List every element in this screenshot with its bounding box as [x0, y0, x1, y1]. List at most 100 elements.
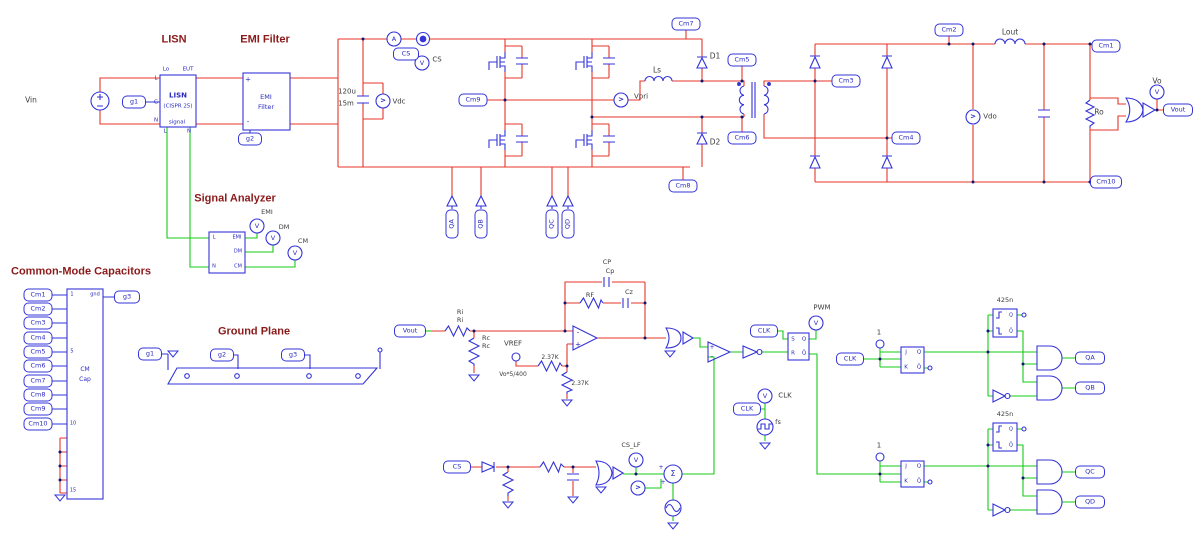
net-tag-clk-src[interactable]: CLK	[733, 402, 761, 416]
cm-tag-4[interactable]: Cm4	[23, 331, 53, 345]
net-tag-cm1[interactable]: Cm1	[1091, 39, 1121, 53]
square-wave-source-icon[interactable]	[756, 418, 774, 436]
limiter-icon[interactable]	[665, 327, 695, 349]
vdc-probe[interactable]	[375, 93, 391, 109]
output-cap-icon[interactable]	[1038, 109, 1050, 118]
not-gate-bottom-icon[interactable]	[992, 503, 1011, 517]
mosfet-q1-icon[interactable]	[488, 52, 506, 72]
gp-tag-g1[interactable]: g1	[138, 347, 162, 361]
net-tag-cs-bottom[interactable]: CS	[443, 460, 471, 474]
net-tag-cm8[interactable]: Cm8	[668, 179, 698, 193]
net-tag-vout-ctl[interactable]: Vout	[394, 324, 426, 338]
cs-lf-probe[interactable]	[628, 452, 644, 468]
net-tag-vout-out[interactable]: Vout	[1163, 103, 1193, 117]
dc-cap-icon[interactable]	[357, 95, 369, 104]
rc-resistor-icon[interactable]	[467, 337, 481, 366]
inverter-icon[interactable]	[742, 345, 763, 359]
vo-probe[interactable]	[1149, 84, 1165, 100]
const-one-bottom-icon[interactable]	[875, 452, 885, 462]
cs-diode-icon[interactable]	[481, 461, 496, 473]
clk-probe[interactable]	[757, 388, 773, 404]
cm-tag-6[interactable]: Cm6	[23, 359, 53, 373]
net-tag-g1[interactable]: g1	[122, 95, 146, 109]
inductor-lout-icon[interactable]	[994, 38, 1026, 45]
dm-probe[interactable]	[265, 230, 281, 246]
cz-cap-icon[interactable]	[622, 298, 629, 308]
cm-tag-9[interactable]: Cm9	[23, 402, 53, 416]
summer-icon[interactable]	[663, 464, 683, 484]
cs-voltage-probe[interactable]	[414, 55, 430, 71]
cs-diff-amp-icon[interactable]	[595, 460, 625, 486]
net-tag-g2[interactable]: g2	[238, 132, 262, 146]
monostable-top-block[interactable]	[992, 308, 1018, 338]
jk-flipflop-bottom-block[interactable]	[900, 460, 925, 488]
emi-filter-block[interactable]	[242, 72, 291, 131]
error-amp-icon[interactable]	[572, 325, 599, 351]
and-gate-qc-icon[interactable]	[1036, 459, 1063, 485]
net-tag-cm10[interactable]: Cm10	[1090, 175, 1122, 189]
ammeter-icon[interactable]	[386, 31, 402, 47]
net-tag-qd[interactable]: QD	[1075, 495, 1105, 509]
net-tag-qa[interactable]: QA	[1075, 351, 1105, 365]
cm-tag-10[interactable]: Cm10	[23, 417, 53, 431]
rdiv1-resistor-icon[interactable]	[537, 359, 563, 373]
cs-cap-icon[interactable]	[567, 473, 579, 481]
rdiv2-resistor-icon[interactable]	[560, 371, 574, 394]
pwm-probe[interactable]	[808, 315, 824, 331]
net-tag-cm7[interactable]: Cm7	[671, 17, 701, 31]
net-tag-cm5[interactable]: Cm5	[727, 53, 757, 67]
cm-tag-1[interactable]: Cm1	[23, 288, 53, 302]
gp-tag-g3[interactable]: g3	[281, 348, 305, 362]
sr-flipflop-block[interactable]	[787, 332, 810, 361]
cm-probe[interactable]	[287, 245, 303, 261]
lisn-block[interactable]	[159, 74, 197, 128]
jk-flipflop-top-block[interactable]	[900, 346, 925, 374]
ground-plane-icon[interactable]	[162, 347, 383, 385]
net-tag-cm6[interactable]: Cm6	[727, 131, 757, 145]
net-tag-g3[interactable]: g3	[114, 290, 140, 304]
gate-tag-qc[interactable]: QC	[545, 209, 559, 239]
net-tag-cm2[interactable]: Cm2	[934, 23, 964, 37]
current-sensor-icon[interactable]	[415, 31, 431, 47]
mosfet-q2-icon[interactable]	[575, 52, 593, 72]
vref-node-icon[interactable]	[511, 352, 521, 362]
gp-tag-g2[interactable]: g2	[210, 348, 234, 362]
net-tag-clk-jk[interactable]: CLK	[836, 352, 864, 366]
net-tag-qc[interactable]: QC	[1075, 465, 1105, 479]
const-one-top-icon[interactable]	[875, 339, 885, 349]
output-diff-amp-icon[interactable]	[1125, 97, 1157, 123]
cm-cap-block[interactable]	[66, 288, 104, 500]
vin-source[interactable]	[90, 91, 110, 111]
and-gate-qb-icon[interactable]	[1036, 375, 1063, 401]
comparator-icon[interactable]	[707, 341, 732, 363]
net-tag-cm9[interactable]: Cm9	[458, 93, 488, 107]
gate-tag-qa[interactable]: QA	[445, 209, 459, 239]
net-tag-qb[interactable]: QB	[1075, 381, 1105, 395]
net-tag-cs-top[interactable]: CS	[393, 47, 419, 61]
and-gate-qa-icon[interactable]	[1036, 345, 1063, 371]
ri-resistor-icon[interactable]	[444, 324, 471, 338]
net-tag-clk-s[interactable]: CLK	[750, 324, 778, 338]
snubber-caps[interactable]	[516, 57, 615, 143]
sine-source-icon[interactable]	[664, 499, 682, 517]
not-gate-top-icon[interactable]	[992, 389, 1011, 403]
cm-tag-5[interactable]: Cm5	[23, 345, 53, 359]
mosfet-q4-icon[interactable]	[575, 130, 593, 150]
and-gate-qd-icon[interactable]	[1036, 489, 1063, 515]
mosfet-q3-icon[interactable]	[488, 130, 506, 150]
diode-d2-icon[interactable]	[696, 132, 708, 145]
rectifier-diodes[interactable]	[809, 55, 893, 169]
cm-tag-2[interactable]: Cm2	[23, 302, 53, 316]
cm-tag-8[interactable]: Cm8	[23, 388, 53, 402]
ro-resistor-icon[interactable]	[1084, 99, 1096, 128]
net-tag-cm4[interactable]: Cm4	[891, 131, 921, 145]
transformer-icon[interactable]	[737, 82, 771, 118]
vdo-probe[interactable]	[965, 109, 981, 125]
inductor-ls-icon[interactable]	[644, 75, 673, 82]
cs-r2-icon[interactable]	[539, 460, 565, 474]
cs-r1-icon[interactable]	[501, 471, 515, 496]
cm-tag-7[interactable]: Cm7	[23, 374, 53, 388]
gate-driver-icons[interactable]	[446, 194, 574, 209]
gate-tag-qd[interactable]: QD	[561, 209, 575, 239]
diode-d1-icon[interactable]	[696, 56, 708, 69]
